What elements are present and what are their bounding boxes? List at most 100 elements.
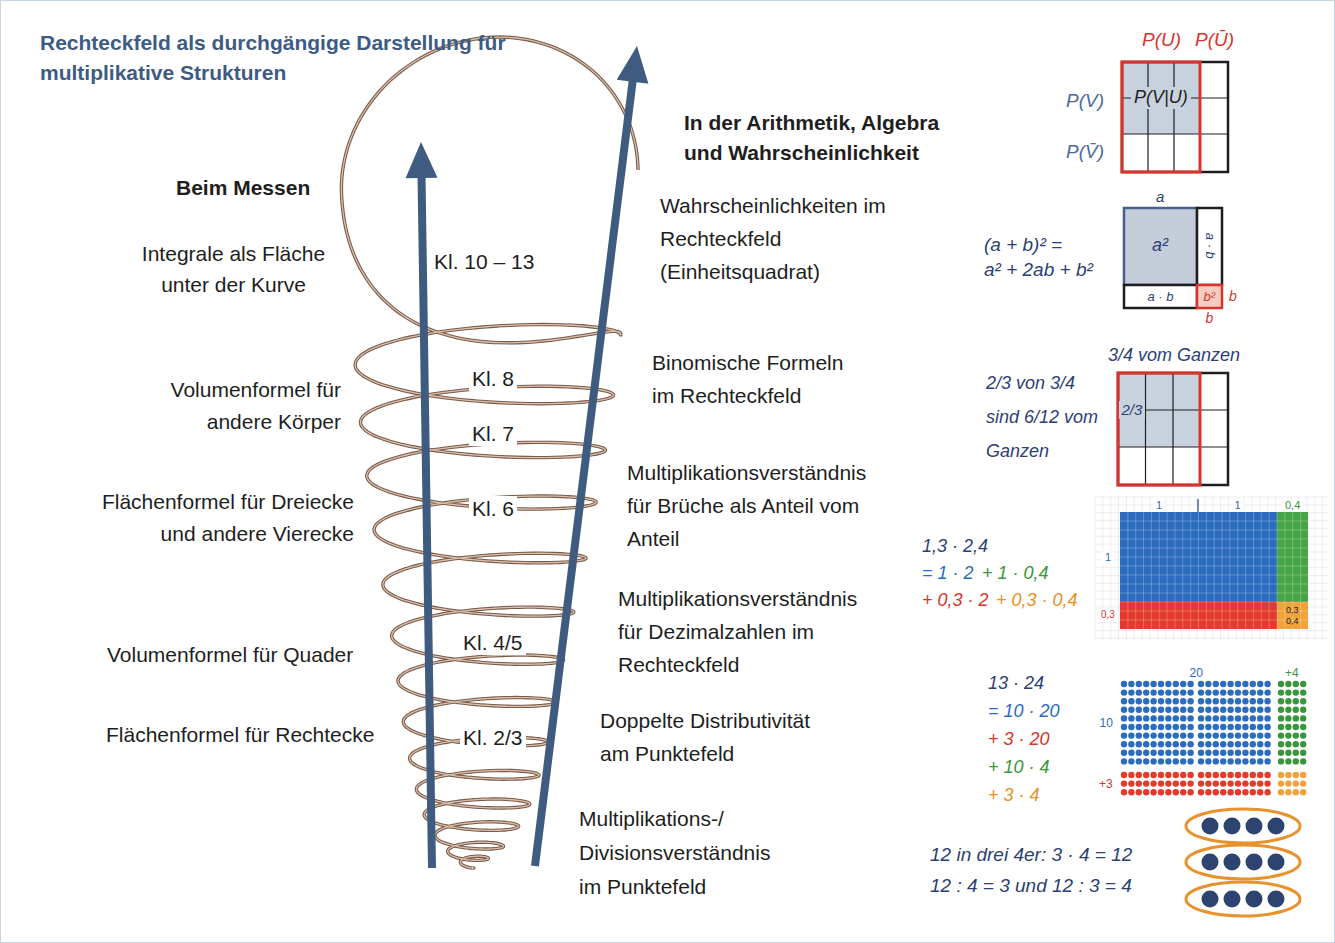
field-dot [1250, 724, 1256, 730]
field-dot [1242, 707, 1248, 713]
cell-label: b² [1204, 289, 1216, 305]
measuring-topic: Flächenformel für Rechtecke [106, 722, 374, 747]
grid-line [1284, 512, 1285, 629]
grid-line [1120, 611, 1308, 612]
field-dot [1205, 750, 1211, 756]
grid-line [1159, 512, 1160, 629]
formula-text: 2/3 von 3/4 sind 6/12 vom Ganzen [986, 366, 1104, 468]
field-dot [1143, 780, 1149, 786]
field-dot [1173, 698, 1179, 704]
field-dot [1235, 707, 1241, 713]
field-dot [1300, 698, 1306, 704]
field-dot [1165, 789, 1171, 795]
field-dot [1121, 707, 1127, 713]
field-dot [1213, 741, 1219, 747]
field-dot [1205, 681, 1211, 687]
square-outline [1118, 373, 1228, 485]
field-dot [1250, 758, 1256, 764]
field-dot [1180, 772, 1186, 778]
field-dot [1213, 772, 1219, 778]
grid-line [1120, 584, 1308, 585]
field-dot [1150, 689, 1156, 695]
counter-dot [1202, 854, 1219, 871]
field-dot [1187, 698, 1193, 704]
field-dot [1235, 741, 1241, 747]
grade-label: Kl. 2/3 [460, 725, 526, 750]
field-dot [1293, 724, 1299, 730]
field-dot [1250, 750, 1256, 756]
part-orange [1277, 602, 1308, 629]
grid-line [1118, 497, 1119, 640]
field-dot [1257, 681, 1263, 687]
field-dot [1257, 780, 1263, 786]
grid-line [1173, 62, 1174, 172]
arithmetic-topic: Binomische Formeln im Rechteckfeld [649, 346, 860, 412]
arithmetic-topic: Wahrscheinlichkeiten im Rechteckfeld (Ei… [657, 189, 913, 288]
field-dot [1143, 741, 1149, 747]
counter-dot [1268, 891, 1285, 908]
field-dot [1250, 689, 1256, 695]
grid-line [1120, 620, 1308, 621]
field-dot [1198, 724, 1204, 730]
field-dot [1173, 707, 1179, 713]
probability-label: P(U) [1142, 29, 1181, 52]
field-dot [1180, 758, 1186, 764]
field-dot [1136, 750, 1142, 756]
side-label: b [1206, 310, 1214, 327]
field-dot [1158, 780, 1164, 786]
formula-text: (a + b)² = [984, 234, 1062, 257]
grid-line [1167, 512, 1168, 629]
measuring-topic: Flächenformel für Dreiecke und andere Vi… [64, 486, 354, 550]
axis-label: 0,4 [1282, 499, 1303, 512]
field-dot [1121, 789, 1127, 795]
field-dot [1205, 772, 1211, 778]
field-dot [1136, 772, 1142, 778]
field-dot [1278, 758, 1284, 764]
field-dot [1293, 741, 1299, 747]
grid-line [1120, 539, 1308, 540]
field-dot [1285, 681, 1291, 687]
field-dot [1150, 732, 1156, 738]
field-dot [1264, 681, 1270, 687]
grid-line [1135, 512, 1136, 629]
field-dot [1242, 681, 1248, 687]
column-heading: Beim Messen [176, 175, 310, 200]
field-dot [1136, 681, 1142, 687]
field-dot [1235, 758, 1241, 764]
field-dot [1264, 732, 1270, 738]
field-dot [1158, 789, 1164, 795]
field-dot [1187, 707, 1193, 713]
field-dot [1205, 780, 1211, 786]
probability-label: P(V) [1066, 90, 1104, 113]
field-dot [1121, 681, 1127, 687]
grade-label: Kl. 10 – 13 [431, 249, 537, 274]
formula-text: 12 in drei 4er: 3 · 4 = 12 [930, 844, 1132, 867]
part-outline [1118, 373, 1200, 485]
field-dot [1278, 750, 1284, 756]
field-dot [1198, 772, 1204, 778]
field-dot [1278, 741, 1284, 747]
field-dot [1173, 724, 1179, 730]
field-dot [1300, 789, 1306, 795]
field-dot [1158, 732, 1164, 738]
counter-dot [1224, 818, 1241, 835]
field-dot [1264, 707, 1270, 713]
field-dot [1300, 689, 1306, 695]
field-dot [1173, 750, 1179, 756]
field-dot [1180, 724, 1186, 730]
field-dot [1173, 715, 1179, 721]
field-dot [1293, 789, 1299, 795]
field-dot [1128, 698, 1134, 704]
field-dot [1235, 789, 1241, 795]
field-dot [1242, 789, 1248, 795]
field-dot [1198, 707, 1204, 713]
field-dot [1285, 724, 1291, 730]
field-dot [1220, 732, 1226, 738]
spiral [341, 37, 638, 868]
field-dot [1143, 789, 1149, 795]
field-dot [1285, 772, 1291, 778]
grid-line [1261, 512, 1262, 629]
field-dot [1198, 741, 1204, 747]
cell-label: a² [1152, 235, 1168, 257]
field-dot [1165, 758, 1171, 764]
